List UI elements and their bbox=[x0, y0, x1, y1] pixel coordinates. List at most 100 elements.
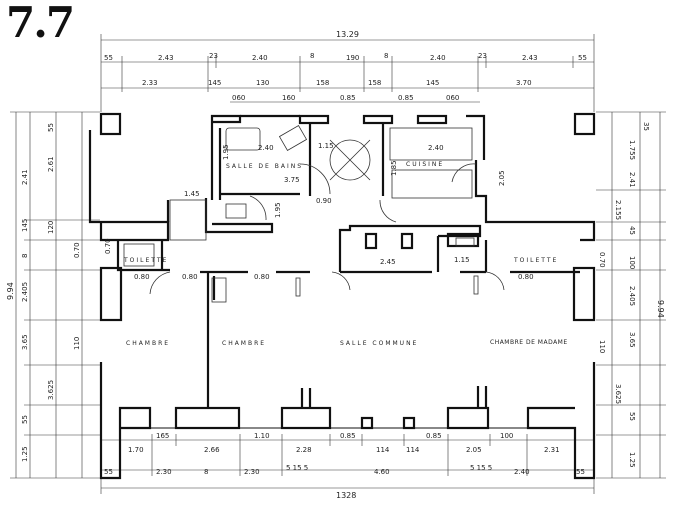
dim-left-total: 9.94 bbox=[6, 282, 15, 300]
dim-label: 2.05 bbox=[466, 446, 482, 454]
dim-label: 3.65 bbox=[628, 332, 636, 348]
dim-label: 114 bbox=[376, 446, 390, 454]
dim-label: 2.40 bbox=[428, 144, 444, 152]
dim-label: 8 bbox=[310, 52, 314, 60]
dimension-lines bbox=[10, 34, 666, 494]
dim-right-total: 9.94 bbox=[656, 300, 665, 318]
dim-label: 3.625 bbox=[614, 384, 622, 404]
dim-label: 2.40 bbox=[258, 144, 274, 152]
dim-label: 5 15 5 bbox=[470, 464, 492, 472]
dim-label: 145 bbox=[21, 219, 29, 232]
overall-dimensions: 13.29 1328 9.94 9.94 bbox=[6, 30, 665, 500]
dim-label: 1.25 bbox=[21, 446, 29, 462]
dim-label: 55 bbox=[21, 415, 29, 424]
dim-label: 100 bbox=[500, 432, 513, 440]
dim-label: 2.405 bbox=[628, 286, 636, 306]
dim-label: 145 bbox=[426, 79, 439, 87]
dim-top-total: 13.29 bbox=[336, 30, 359, 39]
dim-label: 2.405 bbox=[21, 282, 29, 302]
room-chambre-1: CHAMBRE bbox=[126, 340, 170, 347]
dim-label: 35 bbox=[642, 122, 650, 131]
dim-label: 2.43 bbox=[522, 54, 538, 62]
dim-label: 45 bbox=[628, 226, 636, 235]
interior-dimension-labels: 2.40 3.75 1.95 2.40 1.85 2.05 0.70 0.80 … bbox=[104, 142, 534, 281]
dim-label: 2.45 bbox=[380, 258, 396, 266]
dim-label: 2.40 bbox=[252, 54, 268, 62]
dim-label: 0.70 bbox=[104, 238, 112, 254]
dim-label: 0.80 bbox=[254, 273, 270, 281]
room-labels: SALLE DE BAINS CUISINE TOILETTE TOILETTE… bbox=[123, 161, 568, 347]
dim-label: 160 bbox=[282, 94, 295, 102]
dim-label: 1.70 bbox=[128, 446, 144, 454]
dim-label: 2.66 bbox=[204, 446, 220, 454]
dim-label: 3.75 bbox=[284, 176, 300, 184]
dim-label: 55 bbox=[576, 468, 585, 476]
dim-label: 158 bbox=[368, 79, 381, 87]
dim-label: 23 bbox=[478, 52, 487, 60]
dim-label: 100 bbox=[628, 256, 636, 269]
room-toilette-left: TOILETTE bbox=[123, 257, 168, 264]
dim-label: 0.80 bbox=[134, 273, 150, 281]
dim-label: 1.10 bbox=[254, 432, 270, 440]
dim-label: 0.85 bbox=[340, 94, 356, 102]
figure-number: 7.7 bbox=[6, 0, 75, 47]
dim-label: 060 bbox=[446, 94, 459, 102]
dim-label: 55 bbox=[578, 54, 587, 62]
dim-label: 0.70 bbox=[73, 242, 81, 258]
dim-label: 165 bbox=[156, 432, 169, 440]
dimension-labels: 55 2.43 23 2.40 8 190 8 2.40 23 2.43 55 … bbox=[104, 52, 587, 476]
dim-label: 8 bbox=[21, 254, 29, 258]
dim-label: 0.80 bbox=[518, 273, 534, 281]
dim-label: 1.15 bbox=[454, 256, 470, 264]
dim-label: 2.30 bbox=[244, 468, 260, 476]
dim-label: 1.45 bbox=[184, 190, 200, 198]
walls bbox=[88, 112, 596, 480]
room-toilette-right: TOILETTE bbox=[513, 257, 558, 264]
fixtures bbox=[123, 125, 505, 303]
dim-label: 1.95 bbox=[222, 144, 230, 160]
dim-label: 2.155 bbox=[614, 200, 622, 220]
dim-label: 3.65 bbox=[21, 334, 29, 350]
dim-label: 3.625 bbox=[47, 380, 55, 400]
dim-label: 190 bbox=[346, 54, 359, 62]
dim-label: 0.85 bbox=[398, 94, 414, 102]
room-cuisine: CUISINE bbox=[406, 161, 444, 168]
dim-label: 2.30 bbox=[156, 468, 172, 476]
dim-label: 2.43 bbox=[158, 54, 174, 62]
dim-label: 2.41 bbox=[628, 172, 636, 188]
dim-label: 8 bbox=[384, 52, 388, 60]
dim-label: 1.25 bbox=[628, 452, 636, 468]
dim-label: 55 bbox=[47, 123, 55, 132]
dim-label: 130 bbox=[256, 79, 269, 87]
dim-label: 1.15 bbox=[318, 142, 334, 150]
dim-label: 145 bbox=[208, 79, 221, 87]
dim-label: 2.40 bbox=[430, 54, 446, 62]
dim-label: 0.80 bbox=[182, 273, 198, 281]
dim-label: 114 bbox=[406, 446, 420, 454]
side-dimension-labels: 2.41 145 8 2.405 3.65 3.625 55 1.25 55 2… bbox=[21, 122, 650, 468]
dim-label: 0.70 bbox=[598, 252, 606, 268]
dim-label: 0.85 bbox=[340, 432, 356, 440]
dim-label: 5 15 5 bbox=[286, 464, 308, 472]
dim-label: 0.85 bbox=[426, 432, 442, 440]
dim-label: 1.85 bbox=[390, 160, 398, 176]
room-chambre-2: CHAMBRE bbox=[222, 340, 266, 347]
dim-label: 110 bbox=[598, 340, 606, 353]
dim-label: 0.90 bbox=[316, 197, 332, 205]
dim-bottom-total: 1328 bbox=[336, 491, 356, 500]
dim-label: 2.05 bbox=[498, 170, 506, 186]
dim-label: 1.755 bbox=[628, 140, 636, 160]
dim-label: 3.70 bbox=[516, 79, 532, 87]
dim-label: 2.61 bbox=[47, 156, 55, 172]
room-chambre-de-madame: CHAMBRE DE MADAME bbox=[490, 339, 568, 346]
dim-label: 55 bbox=[628, 412, 636, 421]
dim-label: 2.33 bbox=[142, 79, 158, 87]
dim-label: 4.60 bbox=[374, 468, 390, 476]
dim-label: 55 bbox=[104, 54, 113, 62]
dim-label: 2.41 bbox=[21, 169, 29, 185]
dim-label: 158 bbox=[316, 79, 329, 87]
dim-label: 110 bbox=[73, 337, 81, 350]
dim-label: 2.28 bbox=[296, 446, 312, 454]
dim-label: 55 bbox=[104, 468, 113, 476]
